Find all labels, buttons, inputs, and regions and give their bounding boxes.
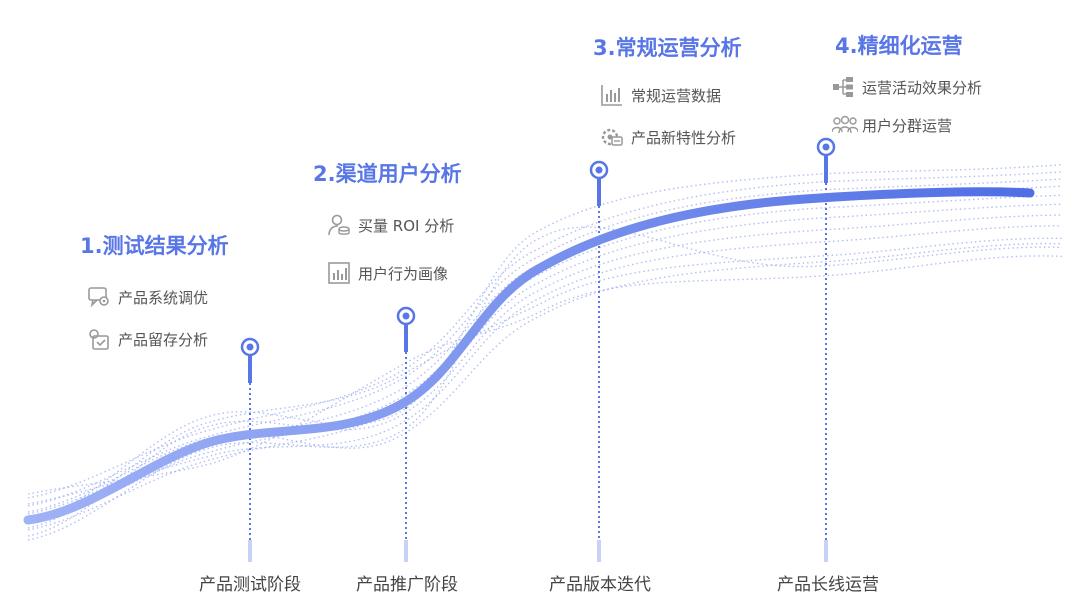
dotted-trend-line (27, 242, 1063, 513)
dotted-trend-line (27, 237, 1063, 529)
stage-2-title: 2.渠道用户分析 (313, 162, 462, 186)
bar-chart-icon (328, 262, 350, 284)
bar-chart-icon (601, 84, 623, 106)
stage-pin-dot (822, 143, 830, 151)
feature-label: 常规运营数据 (631, 86, 722, 105)
feature-label: 运营活动效果分析 (862, 78, 983, 97)
stage-2-feature-2: 用户行为画像 (328, 262, 448, 284)
gear-feature-icon (601, 126, 623, 148)
phase-label-promotion: 产品推广阶段 (356, 575, 458, 595)
stage-3-feature-2: 产品新特性分析 (601, 126, 736, 148)
dotted-trend-line (27, 214, 1063, 537)
user-group-icon (831, 114, 859, 136)
dotted-trend-lines (27, 163, 1063, 541)
main-growth-curve (23, 187, 1035, 525)
stage-pin-dot (246, 343, 254, 351)
stage-4-feature-1: 运营活动效果分析 (832, 76, 982, 98)
chat-settings-icon (88, 286, 110, 308)
feature-label: 产品系统调优 (118, 288, 209, 307)
dotted-trend-line (27, 226, 1063, 541)
user-coin-icon (328, 214, 350, 236)
phase-label-testing: 产品测试阶段 (199, 575, 301, 595)
phase-label-long-term: 产品长线运营 (777, 575, 879, 595)
feature-label: 买量 ROI 分析 (358, 216, 455, 235)
stage-pin-dot (595, 166, 603, 174)
stage-pins (240, 137, 836, 562)
dotted-trend-line (27, 171, 1063, 499)
stage-3-feature-1: 常规运营数据 (601, 84, 721, 106)
dotted-trend-line (27, 203, 1063, 531)
stage-2-feature-1: 买量 ROI 分析 (328, 214, 454, 236)
feature-label: 用户行为画像 (358, 264, 449, 283)
feature-label: 产品新特性分析 (631, 128, 737, 147)
stage-3-title: 3.常规运营分析 (593, 36, 742, 60)
stage-guide-lines (249, 153, 827, 562)
dotted-trend-line (27, 178, 1063, 507)
stage-1-title: 1.测试结果分析 (80, 234, 229, 258)
stage-pin-dot (402, 312, 410, 320)
stage-4-feature-2: 用户分群运营 (831, 114, 953, 136)
feature-label: 用户分群运营 (862, 116, 953, 135)
stage-1-feature-1: 产品系统调优 (88, 286, 208, 308)
hierarchy-icon (832, 76, 854, 98)
feature-label: 产品留存分析 (118, 330, 209, 349)
stage-4-title: 4.精细化运营 (835, 34, 963, 58)
phase-label-iteration: 产品版本迭代 (549, 575, 651, 595)
stage-1-feature-2: 产品留存分析 (88, 328, 208, 350)
dotted-trend-line (27, 255, 1063, 495)
retention-icon (88, 328, 110, 350)
dotted-trend-line (27, 225, 1063, 505)
